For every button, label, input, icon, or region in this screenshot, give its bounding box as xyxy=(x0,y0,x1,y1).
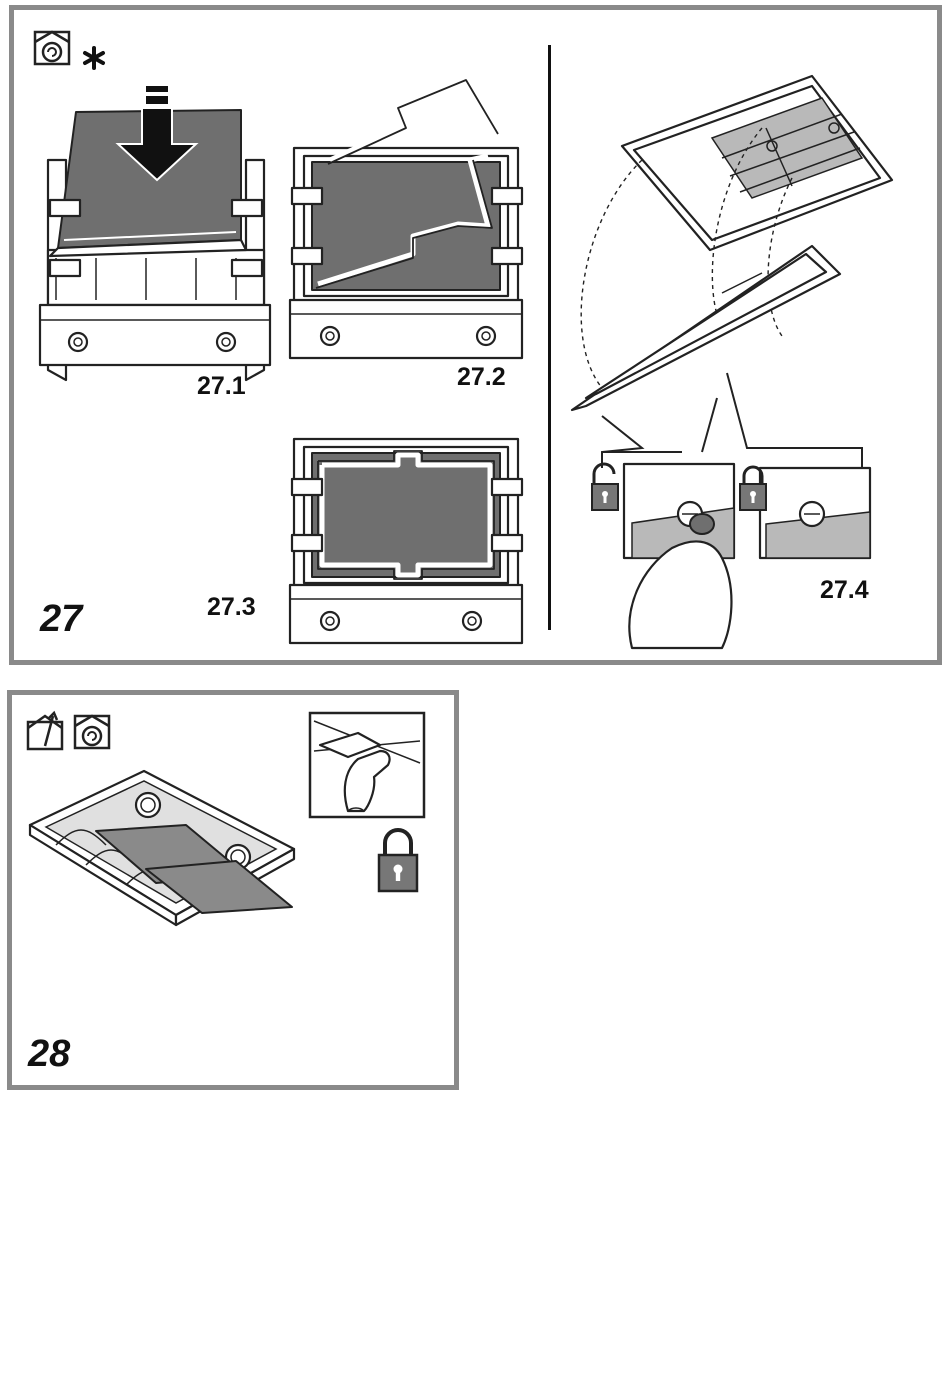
inset-handle-illustration xyxy=(308,711,428,821)
illustration-28 xyxy=(26,765,296,935)
asterisk-icon xyxy=(82,46,106,70)
lock-icon xyxy=(376,827,420,895)
column-divider xyxy=(548,45,551,630)
illustration-27-3 xyxy=(288,435,528,650)
locked-padlock-icon xyxy=(738,464,768,514)
illustration-27-2 xyxy=(288,78,528,368)
step-label-27-4: 27.4 xyxy=(820,576,869,605)
step-label-27-3: 27.3 xyxy=(207,593,256,622)
figure-number-27: 27 xyxy=(40,598,82,641)
illustration-27-4 xyxy=(562,68,932,648)
extraction-mode-icon xyxy=(25,710,67,752)
step-label-27-2: 27.2 xyxy=(457,363,506,392)
figure-27-panel: 27.1 27.2 27.3 27 xyxy=(9,5,942,665)
recirculation-mode-icon xyxy=(32,28,72,68)
figure-28-panel: 28 xyxy=(7,690,459,1090)
step-label-27-1: 27.1 xyxy=(197,372,246,401)
figure-number-28: 28 xyxy=(28,1033,70,1076)
recirculation-mode-icon xyxy=(72,712,112,752)
unlocked-padlock-icon xyxy=(590,464,620,514)
illustration-27-1 xyxy=(36,80,276,380)
